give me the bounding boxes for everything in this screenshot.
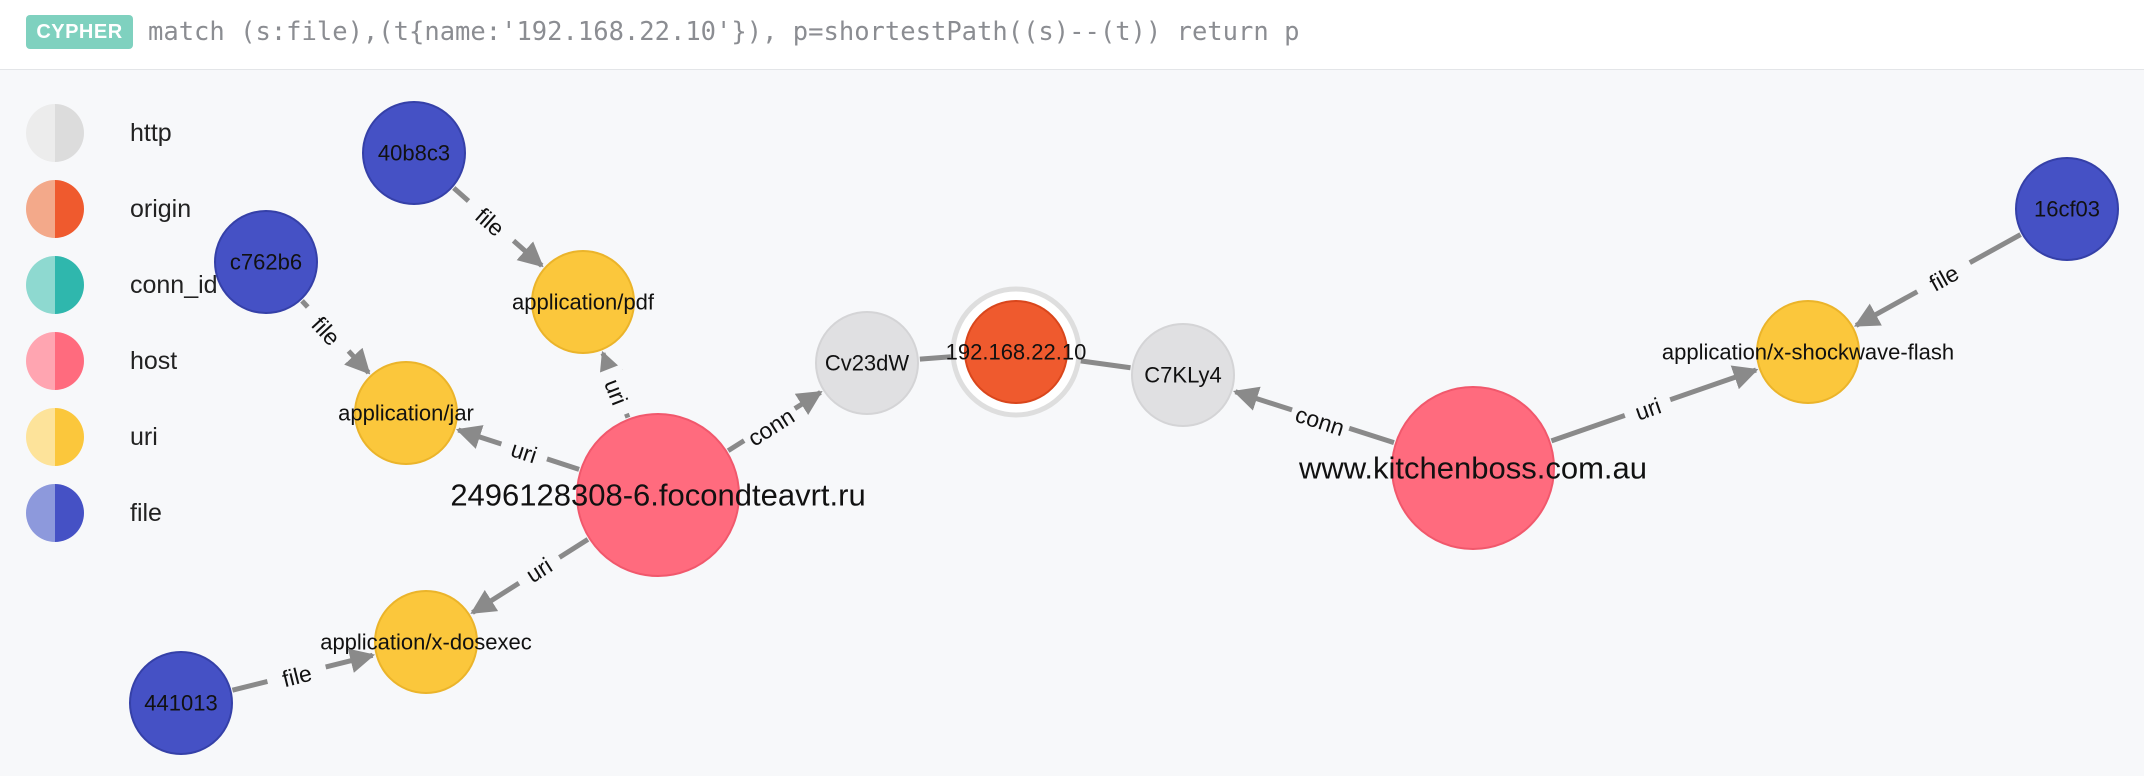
edge-label-bg	[458, 191, 522, 253]
node-label: 16cf03	[2034, 197, 2100, 222]
legend-item-origin[interactable]: origin	[26, 180, 256, 238]
node-label: application/jar	[338, 401, 474, 426]
node-circle[interactable]	[576, 413, 740, 577]
node-label: application/x-dosexec	[320, 630, 532, 655]
legend-item-uri[interactable]: uri	[26, 408, 256, 466]
query-bar[interactable]: CYPHER match (s:file),(t{name:'192.168.2…	[0, 0, 2144, 70]
node-host-www-kitchenboss-com-au[interactable]: www.kitchenboss.com.au	[1298, 386, 1647, 550]
legend-item-http[interactable]: http	[26, 104, 256, 162]
node-circle[interactable]	[1391, 386, 1555, 550]
node-http-cv23dw[interactable]: Cv23dW	[815, 311, 919, 415]
node-file-c762b6[interactable]: c762b6	[214, 210, 318, 314]
node-label: C7KLy4	[1144, 363, 1221, 388]
edge-label-bg	[1620, 387, 1676, 431]
node-circle[interactable]	[531, 250, 635, 354]
node-circle[interactable]	[374, 590, 478, 694]
node-origin-192-168-22-10[interactable]: 192.168.22.10	[946, 286, 1087, 418]
node-http-c7kly4[interactable]: C7KLy4	[1131, 323, 1235, 427]
node-circle[interactable]	[362, 101, 466, 205]
node-label: application/pdf	[512, 290, 655, 315]
node-host-2496128308-6-focondteavrt-ru[interactable]: 2496128308-6.focondteavrt.ru	[450, 413, 866, 577]
legend-label: file	[130, 499, 162, 527]
node-circle[interactable]	[1756, 300, 1860, 404]
nodes-layer: 40b8c3 c762b6 441013 16cf03 application/pdf a…	[129, 101, 2119, 755]
node-label: 40b8c3	[378, 141, 450, 166]
edge-label-bg	[1910, 251, 1978, 305]
node-circle[interactable]	[964, 300, 1068, 404]
node-uri-application-x-shockwave-flash[interactable]: application/x-shockwave-flash	[1662, 300, 1954, 404]
legend-item-conn-id[interactable]: conn_id	[26, 256, 256, 314]
legend-label: conn_id	[130, 271, 218, 299]
query-input[interactable]: match (s:file),(t{name:'192.168.22.10'})…	[148, 17, 1300, 47]
node-label: c762b6	[230, 250, 302, 275]
legend-label: http	[130, 119, 172, 147]
cypher-badge: CYPHER	[26, 15, 133, 49]
legend-label: uri	[130, 423, 158, 451]
node-file-16cf03[interactable]: 16cf03	[2015, 157, 2119, 261]
node-circle[interactable]	[129, 651, 233, 755]
node-label: www.kitchenboss.com.au	[1298, 451, 1647, 486]
edge-label-bg	[264, 655, 330, 697]
node-circle[interactable]	[815, 311, 919, 415]
legend-item-file[interactable]: file	[26, 484, 256, 542]
node-uri-application-pdf[interactable]: application/pdf	[512, 250, 655, 354]
edge-label-bg	[496, 431, 552, 473]
legend-label: origin	[130, 195, 192, 223]
node-circle[interactable]	[354, 361, 458, 465]
node-uri-application-jar[interactable]: application/jar	[338, 361, 474, 465]
node-circle[interactable]	[2015, 157, 2119, 261]
edge-label-bg	[1287, 398, 1353, 444]
node-label: 2496128308-6.focondteavrt.ru	[450, 478, 865, 513]
edge-label-bg	[511, 545, 567, 595]
node-circle[interactable]	[1131, 323, 1235, 427]
node-circle[interactable]	[214, 210, 318, 314]
legend-label: host	[130, 347, 178, 375]
node-uri-application-x-dosexec[interactable]: application/x-dosexec	[320, 590, 532, 694]
node-file-441013[interactable]: 441013	[129, 651, 233, 755]
node-label: 192.168.22.10	[946, 340, 1087, 365]
node-label: 441013	[144, 691, 217, 716]
node-label: Cv23dW	[825, 351, 910, 376]
node-file-40b8c3[interactable]: 40b8c3	[362, 101, 466, 205]
edge-label-bg	[738, 399, 804, 455]
node-label: application/x-shockwave-flash	[1662, 340, 1954, 365]
edge-label-bg	[295, 299, 357, 363]
edge-label-bg	[594, 364, 638, 420]
legend-item-host[interactable]: host	[26, 332, 256, 390]
